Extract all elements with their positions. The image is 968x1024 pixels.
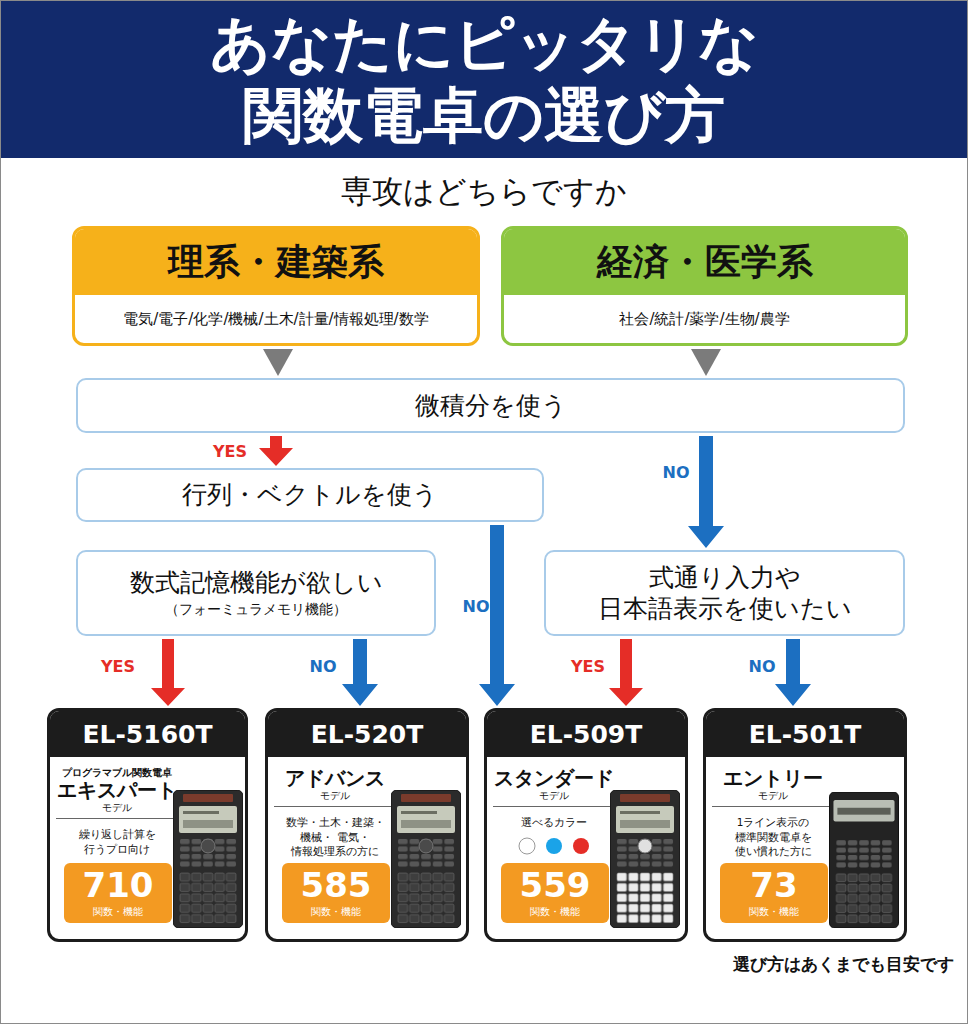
model-number: EL-509T [487, 711, 685, 757]
flow-arrow [342, 639, 378, 706]
flow-arrow [151, 639, 185, 706]
function-count: 559 [520, 868, 591, 902]
category-subjects: 社会/統計/薬学/生物/農学 [504, 295, 905, 343]
count-badge: 710 関数・機能 [64, 863, 172, 923]
category-subjects: 電気/電子/化学/機械/土木/計量/情報処理/数学 [75, 295, 477, 343]
card-text-column: アドバンスモデル数学・土木・建築・機械・ 電気・情報処理系の方に [274, 767, 396, 859]
count-badge: 585 関数・機能 [282, 863, 390, 923]
flow-arrow [775, 639, 811, 706]
product-card: 585 関数・機能 EL-520T アドバンスモデル数学・土木・建築・機械・ 電気・情… [265, 708, 469, 942]
model-name: スタンダード [494, 767, 614, 790]
question-text: 式通り入力や 日本語表示を使いたい [546, 562, 903, 625]
category-box: 理系・建築系電気/電子/化学/機械/土木/計量/情報処理/数学 [72, 226, 480, 346]
product-card: 559 関数・機能 EL-509T スタンダードモデル選べるカラー [484, 708, 688, 942]
branch-label: YES [101, 657, 135, 676]
product-card: 710 関数・機能 EL-5160T プログラマブル関数電卓エキスパートモデル繰り返し… [47, 708, 248, 942]
card-text-column: プログラマブル関数電卓エキスパートモデル繰り返し計算を 行うプロ向け [56, 767, 178, 856]
model-number: EL-5160T [50, 711, 245, 757]
model-suffix: モデル [493, 790, 615, 807]
branch-label: NO [310, 657, 337, 676]
question-heading: 専攻はどちらですか [341, 171, 627, 213]
flow-arrow [259, 436, 293, 466]
page-title: あなたにピッタリな 関数電卓の選び方 [124, 7, 844, 151]
model-name: アドバンス [285, 767, 385, 790]
question-text: 数式記憶機能が欲しい [120, 567, 393, 598]
model-number: EL-501T [706, 711, 904, 757]
flow-arrow [688, 436, 724, 548]
model-description: 数学・土木・建築・機械・ 電気・情報処理系の方に [274, 815, 396, 859]
model-description: 選べるカラー [521, 815, 587, 830]
model-description: 1ライン表示の 標準関数電卓を 使い慣れた方に [712, 815, 834, 859]
category-box: 経済・医学系社会/統計/薬学/生物/農学 [501, 226, 908, 346]
model-suffix: モデル [56, 802, 178, 819]
function-count: 710 [83, 868, 154, 902]
question-box: 数式記憶機能が欲しい （フォーミュラメモリ機能） [76, 550, 436, 636]
flow-arrow [691, 349, 721, 376]
title-band: あなたにピッタリな 関数電卓の選び方 [0, 0, 968, 158]
function-count: 585 [301, 868, 372, 902]
question-box: 式通り入力や 日本語表示を使いたい [544, 550, 905, 636]
question-box: 微積分を使う [76, 378, 905, 433]
caption-note: 選び方はあくまでも目安です [733, 953, 954, 976]
function-unit: 関数・機能 [93, 905, 143, 919]
card-text-column: エントリーモデル 1ライン表示の 標準関数電卓を 使い慣れた方に [712, 767, 834, 859]
model-suffix: モデル [274, 790, 396, 807]
card-text-column: スタンダードモデル選べるカラー [493, 767, 615, 830]
question-text: 行列・ベクトルを使う [172, 479, 448, 510]
model-description: 繰り返し計算を 行うプロ向け [56, 827, 178, 856]
model-number: EL-520T [268, 711, 466, 757]
question-text: 微積分を使う [405, 390, 577, 421]
function-unit: 関数・機能 [311, 905, 361, 919]
count-badge: 73 関数・機能 [720, 863, 828, 923]
model-suffix: モデル [712, 790, 834, 807]
function-unit: 関数・機能 [749, 905, 799, 919]
branch-label: NO [749, 657, 776, 676]
category-heading: 経済・医学系 [504, 229, 905, 295]
question-note: （フォーミュラメモリ機能） [165, 601, 347, 619]
model-name: エントリー [723, 767, 823, 790]
function-unit: 関数・機能 [530, 905, 580, 919]
model-name: エキスパート [57, 779, 177, 802]
flow-arrow [609, 639, 643, 706]
branch-label: YES [213, 442, 247, 461]
count-badge: 559 関数・機能 [501, 863, 609, 923]
branch-label: YES [571, 657, 605, 676]
flow-arrow [479, 525, 515, 706]
branch-label: NO [663, 463, 690, 482]
question-box: 行列・ベクトルを使う [76, 468, 544, 522]
function-count: 73 [750, 868, 797, 902]
branch-label: NO [463, 597, 490, 616]
flow-arrow [263, 349, 293, 376]
product-card: 73 関数・機能 EL-501T エントリーモデル 1ライン表示の 標準関数電卓を 使い… [703, 708, 907, 942]
category-heading: 理系・建築系 [75, 229, 477, 295]
model-type: プログラマブル関数電卓 [62, 767, 172, 779]
